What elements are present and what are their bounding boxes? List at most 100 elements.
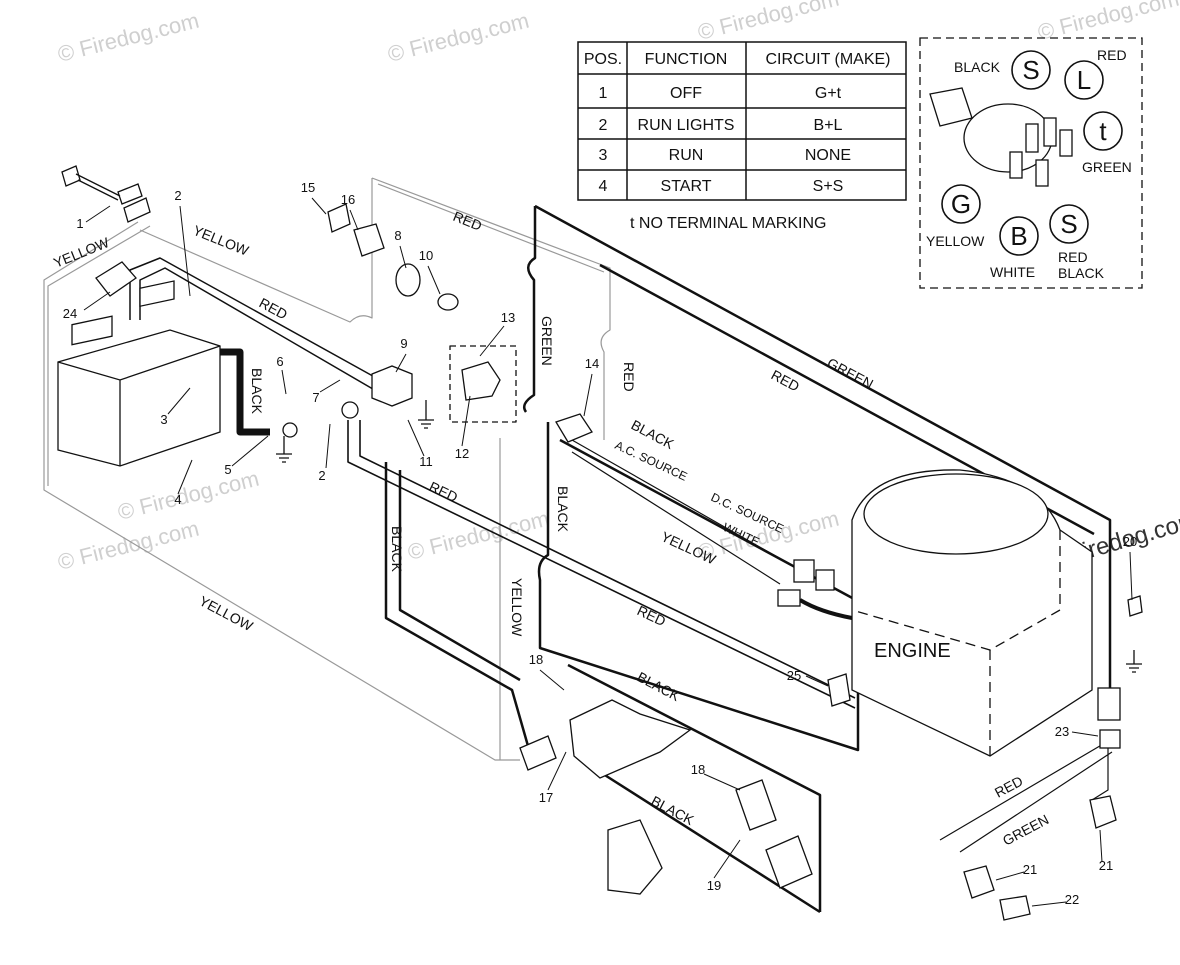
- key-switch-12: [461, 361, 501, 401]
- wire-label: YELLOW: [191, 222, 252, 259]
- wire-label: GREEN: [1000, 811, 1051, 849]
- callout-number: 8: [394, 228, 401, 243]
- table-cell: S+S: [813, 178, 844, 195]
- callout-number: 2: [174, 188, 181, 203]
- terminal-circle: [1011, 50, 1051, 90]
- terminal-circle: [1064, 60, 1104, 100]
- wire-label: BLACK: [555, 486, 571, 533]
- main-harness-left: [537, 422, 860, 752]
- engine-leads: [571, 439, 801, 585]
- wire-label: RED: [257, 295, 291, 323]
- brake-switch-19: [735, 779, 777, 831]
- wire-label: RED: [635, 602, 669, 629]
- washer: [282, 422, 298, 438]
- black-wire-seat: [384, 462, 534, 761]
- brake-bracket: [607, 819, 663, 895]
- table-cell: START: [661, 178, 712, 195]
- washer: [341, 401, 359, 419]
- part-16: [353, 223, 385, 257]
- switch-detail: S L t G B S BLACK RED GREEN YELLOW WHITE…: [919, 37, 1143, 289]
- terminal-circle: [999, 216, 1039, 256]
- table-cell: 3: [599, 147, 608, 164]
- table-cell: OFF: [670, 85, 702, 102]
- callout-number: 11: [419, 454, 433, 469]
- plug-17: [519, 735, 557, 771]
- callout-number: 16: [341, 192, 355, 207]
- solenoid-9: [371, 365, 413, 407]
- callout-number: 20: [1123, 534, 1137, 549]
- callout-number: 22: [1065, 892, 1079, 907]
- callout-number: 21: [1099, 858, 1113, 873]
- lead-1: [75, 173, 121, 201]
- terminal-blade: [1059, 129, 1073, 157]
- callout-number: 7: [312, 390, 319, 405]
- nut-10: [437, 293, 459, 311]
- terminal-letter: L: [1077, 65, 1091, 95]
- terminal-circle: [1049, 204, 1089, 244]
- terminal-label: BLACK: [954, 59, 1001, 75]
- wire-label: RED: [621, 362, 637, 392]
- callout-number: 12: [455, 446, 469, 461]
- lamp-21a: [1089, 795, 1117, 829]
- grommet-8: [395, 263, 421, 297]
- ground-symbol: [276, 436, 292, 463]
- callout-number: 25: [787, 668, 801, 683]
- table-cell: 2: [599, 117, 608, 134]
- terminal-label: GREEN: [1082, 159, 1132, 175]
- key-switch-box: [449, 345, 517, 423]
- ground-harness: [139, 177, 611, 760]
- engine-connector-c: [777, 589, 801, 607]
- wire-label: BLACK: [649, 793, 698, 829]
- callout-number: 23: [1055, 724, 1069, 739]
- table-header: FUNCTION: [645, 51, 728, 68]
- terminal-letter: B: [1010, 221, 1027, 251]
- wire-label: RED: [769, 367, 803, 395]
- terminal-letter: S: [1060, 209, 1077, 239]
- terminal-label: RED: [1058, 249, 1088, 265]
- terminal-blade: [1025, 123, 1039, 153]
- bulb-22: [999, 895, 1031, 921]
- wire-label: BLACK: [389, 526, 405, 573]
- ground-symbol: [1126, 650, 1142, 673]
- wire-label: YELLOW: [51, 234, 112, 271]
- terminal-label: RED: [1097, 47, 1127, 63]
- part-25: [827, 673, 851, 707]
- wire-label: RED: [451, 208, 484, 234]
- callout-number: 10: [419, 248, 433, 263]
- callout-number: 18: [529, 652, 543, 667]
- leader-lines: [83, 197, 1133, 907]
- terminal-label: YELLOW: [926, 233, 985, 249]
- callout-number: 21: [1023, 862, 1037, 877]
- wire-label: A.C. SOURCE: [613, 438, 690, 484]
- wire-label: BLACK: [635, 669, 684, 705]
- callout-number: 9: [400, 336, 407, 351]
- connector-1: [61, 165, 151, 223]
- connector-14: [555, 413, 593, 443]
- wire-label: YELLOW: [659, 528, 719, 567]
- battery-ground-cable: [220, 348, 270, 436]
- white-lead: [798, 598, 853, 620]
- wire-label: BLACK: [249, 368, 265, 415]
- wire-label: RED: [992, 773, 1026, 801]
- table-cell: 1: [599, 85, 608, 102]
- engine-label: ENGINE: [874, 640, 951, 662]
- wire-label: GREEN: [539, 316, 555, 366]
- table-cell: G+t: [815, 85, 842, 102]
- callout-number: 15: [301, 180, 315, 195]
- table-cell: B+L: [814, 117, 843, 134]
- wire-harness: [43, 177, 1113, 914]
- part-15: [327, 203, 351, 233]
- callout-number: 1: [76, 216, 83, 231]
- black-wire-brake: [567, 663, 822, 914]
- connector-23a: [1097, 687, 1121, 721]
- callout-numbers: 1 2 2 3 4 5 6 7 8 9 10 11 12 13 14 15 16…: [63, 180, 1137, 907]
- components: [57, 165, 1143, 921]
- terminal-label: WHITE: [990, 264, 1035, 280]
- terminal-label: BLACK: [1058, 265, 1105, 281]
- table-cell: NONE: [805, 147, 851, 164]
- table-header: POS.: [584, 51, 622, 68]
- brake-plug-19: [765, 835, 813, 889]
- red-wire-engine: [347, 420, 856, 709]
- key-icon: [929, 87, 973, 127]
